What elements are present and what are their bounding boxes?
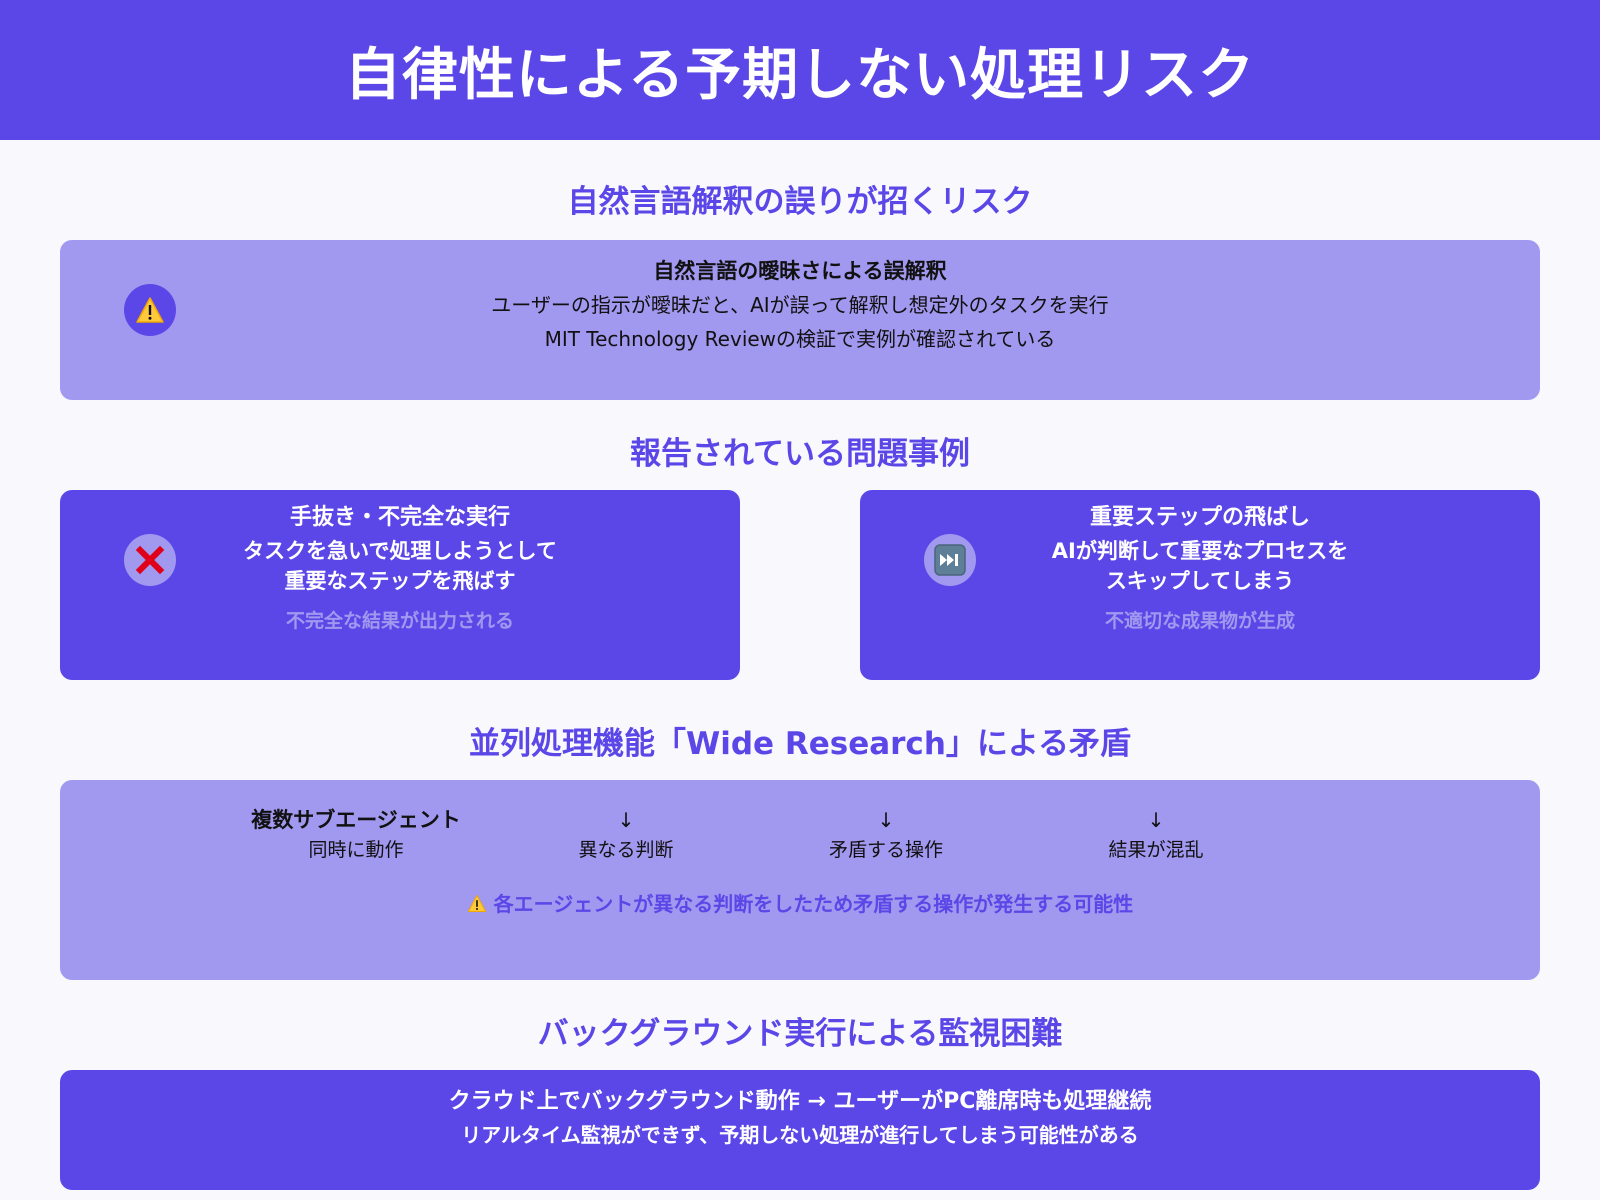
nl-misinterpretation-card: 自然言語の曖昧さによる誤解釈 ユーザーの指示が曖昧だと、AIが誤って解釈し想定外… [60, 240, 1540, 400]
flow-step-desc: 矛盾する操作 [828, 839, 943, 861]
page-header: 自律性による予期しない処理リスク [0, 0, 1600, 140]
conflict-warning-text: 各エージェントが異なる判断をしたため矛盾する操作が発生する可能性 [493, 892, 1134, 916]
warning-triangle-icon [136, 297, 164, 323]
skip-button-icon [934, 544, 966, 576]
flow-step-desc: 異なる判断 [578, 839, 674, 861]
issue-heading: 重要ステップの飛ばし [1089, 505, 1310, 530]
wide-research-flow-card: 複数サブエージェント 同時に動作 ↓ 異なる判断 ↓ 矛盾する操作 ↓ 結果が混… [60, 780, 1540, 980]
background-execution-card: クラウド上でバックグラウンド動作 → ユーザーがPC離席時も処理継続 リアルタイ… [60, 1070, 1540, 1190]
warning-icon [124, 284, 176, 336]
flow-step-label: 複数サブエージェント [251, 808, 461, 832]
flow-step-desc: 結果が混乱 [1108, 839, 1204, 861]
issue-line: タスクを急いで処理しようとして [243, 539, 557, 563]
section-title-wide-research: 並列処理機能「Wide Research」による矛盾 [469, 726, 1131, 762]
warning-icon [467, 895, 486, 912]
conflict-warning: 各エージェントが異なる判断をしたため矛盾する操作が発生する可能性 [60, 888, 1540, 917]
flow-step: ↓ 結果が混乱 [1026, 805, 1286, 865]
section-title-background-execution: バックグラウンド実行による監視困難 [537, 1016, 1063, 1052]
section-title-reported-issues: 報告されている問題事例 [629, 436, 971, 472]
issue-card-incomplete-execution: 手抜き・不完全な実行 タスクを急いで処理しようとして 重要なステップを飛ばす 不… [60, 490, 740, 680]
flow-step: ↓ 異なる判断 [496, 805, 756, 865]
down-arrow-icon: ↓ [617, 808, 635, 832]
flow-step: ↓ 矛盾する操作 [756, 805, 1016, 865]
card-heading: 自然言語の曖昧さによる誤解釈 [653, 259, 947, 283]
background-line: リアルタイム監視ができず、予期しない処理が進行してしまう可能性がある [461, 1123, 1139, 1147]
flow-step: 複数サブエージェント 同時に動作 [226, 805, 486, 865]
red-x-icon [135, 545, 165, 575]
issue-heading: 手抜き・不完全な実行 [289, 505, 510, 530]
issue-line: AIが判断して重要なプロセスを [1051, 539, 1349, 563]
card-line: MIT Technology Reviewの検証で実例が確認されている [544, 327, 1056, 351]
card-line: ユーザーの指示が曖昧だと、AIが誤って解釈し想定外のタスクを実行 [491, 293, 1109, 317]
issue-result: 不適切な成果物が生成 [1104, 610, 1295, 632]
issue-line: スキップしてしまう [1105, 569, 1295, 593]
issue-line: 重要なステップを飛ばす [284, 569, 516, 593]
down-arrow-icon: ↓ [1147, 808, 1165, 832]
flow-step-desc: 同時に動作 [308, 839, 404, 861]
fast-forward-icon [924, 534, 976, 586]
issue-result: 不完全な結果が出力される [285, 610, 514, 632]
issue-card-step-skipping: 重要ステップの飛ばし AIが判断して重要なプロセスを スキップしてしまう 不適切… [860, 490, 1540, 680]
section-title-nl-risk: 自然言語解釈の誤りが招くリスク [567, 184, 1033, 220]
page-title: 自律性による予期しない処理リスク [344, 42, 1256, 108]
cross-mark-icon [124, 534, 176, 586]
background-line: クラウド上でバックグラウンド動作 → ユーザーがPC離席時も処理継続 [448, 1089, 1152, 1114]
down-arrow-icon: ↓ [877, 808, 895, 832]
